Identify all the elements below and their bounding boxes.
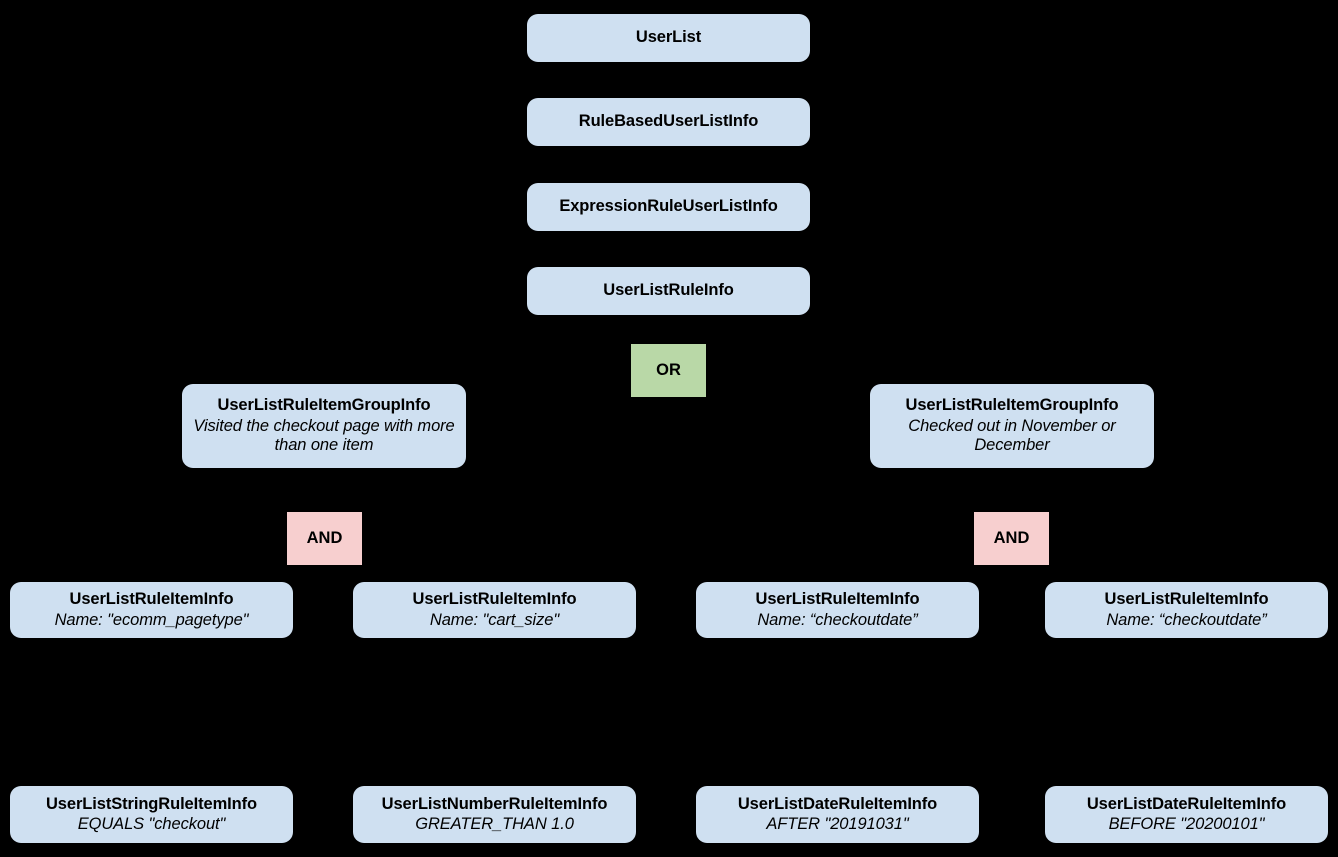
node-expression-rule-user-list-info[interactable]: ExpressionRuleUserListInfo [527, 183, 810, 231]
node-title: UserListRuleItemInfo [412, 590, 577, 609]
node-title: ExpressionRuleUserListInfo [559, 197, 778, 216]
node-title: UserListRuleInfo [603, 281, 734, 300]
node-subtitle: Checked out in November or December [908, 416, 1116, 455]
node-subtitle: Name: “checkoutdate” [1106, 610, 1267, 629]
node-subtitle: Name: "ecomm_pagetype" [54, 610, 249, 629]
operator-label: AND [993, 528, 1030, 547]
node-subtitle: Name: "cart_size" [429, 610, 560, 629]
node-title: UserListRuleItemInfo [1104, 590, 1269, 609]
node-leaf-3[interactable]: UserListDateRuleItemInfo AFTER "20191031… [696, 786, 979, 843]
operator-label: AND [306, 528, 343, 547]
operator-label: OR [656, 360, 681, 379]
node-subtitle: BEFORE "20200101" [1108, 815, 1265, 833]
node-title: UserListRuleItemGroupInfo [217, 396, 431, 415]
node-subtitle: EQUALS "checkout" [77, 815, 226, 833]
node-leaf-4[interactable]: UserListDateRuleItemInfo BEFORE "2020010… [1045, 786, 1328, 843]
operator-and-right[interactable]: AND [974, 512, 1049, 565]
node-title: UserListDateRuleItemInfo [1086, 794, 1287, 813]
node-title: UserListDateRuleItemInfo [737, 794, 938, 813]
node-rule-item-1[interactable]: UserListRuleItemInfo Name: "ecomm_pagety… [10, 582, 293, 638]
node-rule-item-2[interactable]: UserListRuleItemInfo Name: "cart_size" [353, 582, 636, 638]
node-subtitle: Name: “checkoutdate” [757, 610, 918, 629]
node-title: RuleBasedUserListInfo [578, 112, 759, 131]
operator-and-left[interactable]: AND [287, 512, 362, 565]
node-title: UserListRuleItemInfo [69, 590, 234, 609]
node-rule-item-4[interactable]: UserListRuleItemInfo Name: “checkoutdate… [1045, 582, 1328, 638]
node-title: UserList [635, 28, 702, 47]
operator-or[interactable]: OR [631, 344, 706, 397]
node-user-list[interactable]: UserList [527, 14, 810, 62]
node-title: UserListStringRuleItemInfo [45, 794, 257, 813]
node-group-left[interactable]: UserListRuleItemGroupInfo Visited the ch… [182, 384, 466, 468]
node-subtitle: GREATER_THAN 1.0 [415, 815, 574, 833]
node-subtitle: AFTER "20191031" [766, 815, 909, 833]
node-rule-based-user-list-info[interactable]: RuleBasedUserListInfo [527, 98, 810, 146]
node-rule-item-3[interactable]: UserListRuleItemInfo Name: “checkoutdate… [696, 582, 979, 638]
node-title: UserListRuleItemInfo [755, 590, 920, 609]
node-leaf-2[interactable]: UserListNumberRuleItemInfo GREATER_THAN … [353, 786, 636, 843]
node-title: UserListNumberRuleItemInfo [381, 794, 608, 813]
node-group-right[interactable]: UserListRuleItemGroupInfo Checked out in… [870, 384, 1154, 468]
node-title: UserListRuleItemGroupInfo [905, 396, 1119, 415]
node-subtitle: Visited the checkout page with more than… [193, 416, 455, 455]
node-user-list-rule-info[interactable]: UserListRuleInfo [527, 267, 810, 315]
node-leaf-1[interactable]: UserListStringRuleItemInfo EQUALS "check… [10, 786, 293, 843]
